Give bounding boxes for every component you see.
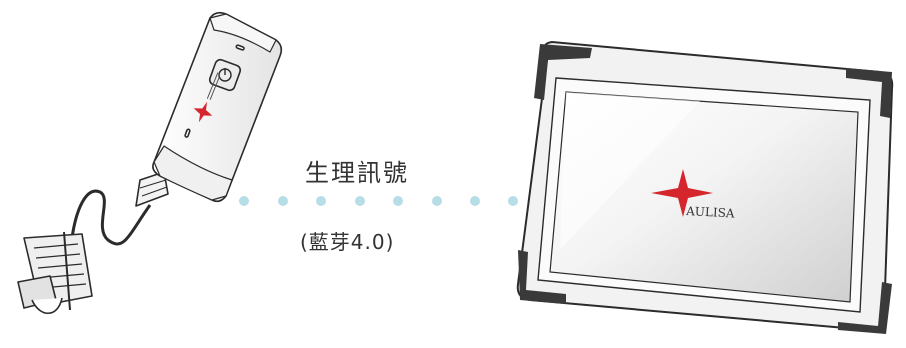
tablet-brand-text: AULISA: [685, 204, 735, 221]
indicator-light: [235, 44, 245, 51]
pulse-oximeter: [17, 11, 283, 315]
corner-bumper: [518, 250, 566, 304]
link-dot: [393, 196, 403, 206]
tablet: AULISA: [516, 40, 894, 334]
link-dot: [470, 196, 480, 206]
corner-bumper: [846, 68, 892, 118]
link-dot: [278, 196, 288, 206]
device-brand-logo: [193, 72, 220, 123]
signal-label: 生理訊號: [305, 159, 409, 187]
corner-bumper: [838, 282, 892, 334]
corner-bumper: [534, 44, 592, 100]
finger-sensor: [17, 231, 93, 315]
link-dot: [432, 196, 442, 206]
indicator-light: [184, 128, 191, 138]
link-dot: [508, 196, 518, 206]
link-dot: [316, 196, 326, 206]
bluetooth-label: (藍芽4.0): [300, 230, 395, 254]
device-body: [152, 11, 283, 203]
tablet-brand-logo: [651, 169, 713, 217]
link-dot: [239, 196, 249, 206]
link-dot: [355, 196, 365, 206]
sensor-cable: [70, 189, 152, 246]
